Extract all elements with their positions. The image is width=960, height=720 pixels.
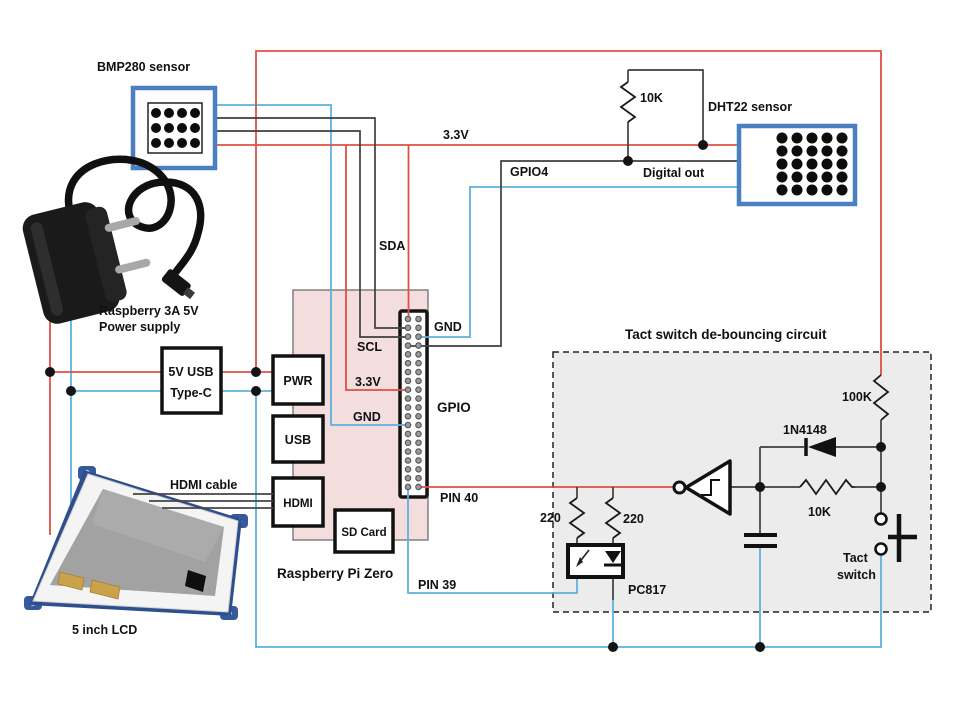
- dht22-label: DHT22 sensor: [708, 100, 792, 114]
- schmitt-inverter: [672, 459, 732, 516]
- r220-right-label: 220: [623, 512, 644, 526]
- plug-prong: [104, 217, 140, 232]
- digital-out-label: Digital out: [643, 166, 705, 180]
- gpio-label: GPIO: [437, 400, 471, 415]
- resistors: [568, 81, 890, 539]
- usb-type-c-box: [160, 346, 223, 415]
- pi-name-label: Raspberry Pi Zero: [277, 566, 393, 581]
- resistor-220-left: [568, 497, 586, 539]
- capacitor: [744, 533, 777, 548]
- led-triangle: [605, 551, 621, 563]
- bmp280-sensor: [130, 85, 218, 171]
- optocoupler-pc817: [566, 543, 625, 579]
- lcd-flex-cable: [89, 579, 121, 600]
- pwr-port-label: PWR: [283, 374, 312, 388]
- v33-pi-label: 3.3V: [355, 375, 381, 389]
- hdmi-cable-label: HDMI cable: [170, 478, 237, 492]
- resistor-100k: [872, 374, 890, 421]
- pin40-label: PIN 40: [440, 491, 478, 505]
- r10k-label: 10K: [808, 505, 831, 519]
- wire-gnd-dht22: [420, 186, 739, 338]
- tact-label-line1: Tact: [843, 551, 869, 565]
- wire-sda: [215, 117, 406, 329]
- tact-label-line2: switch: [837, 568, 876, 582]
- pi-ports: [271, 354, 395, 554]
- psu-label-line1: Raspberry 3A 5V: [99, 304, 199, 318]
- micro-usb-plug: [161, 269, 196, 300]
- debounce-title: Tact switch de-bouncing circuit: [625, 327, 827, 342]
- pin39-label: PIN 39: [418, 578, 456, 592]
- resistor-220-right: [604, 497, 622, 539]
- junction-dot: [698, 140, 708, 150]
- hysteresis-icon: [701, 479, 720, 496]
- phototransistor-arrow: [576, 557, 583, 567]
- tact-switch: [874, 512, 917, 562]
- pc817-label: PC817: [628, 583, 666, 597]
- plug-prong: [115, 258, 151, 274]
- junction-dot: [251, 386, 261, 396]
- usb-port-label: USB: [285, 433, 311, 447]
- gpio-pins: [404, 315, 422, 491]
- bmp280-label: BMP280 sensor: [97, 60, 190, 74]
- v33-net-label: 3.3V: [443, 128, 469, 142]
- junction-dot: [755, 642, 765, 652]
- wire-gnd-bmp280: [215, 104, 406, 426]
- dht22-pads: [776, 132, 848, 196]
- junction-dot: [45, 367, 55, 377]
- pullup-10k-label: 10K: [640, 91, 663, 105]
- junction-dot: [876, 442, 886, 452]
- resistor-10k-pullup: [619, 81, 637, 123]
- wire-gnd-bottom-rail: [255, 391, 882, 648]
- wire-pullup-link: [628, 69, 704, 145]
- hdmi-port-box: [271, 476, 325, 528]
- r100k-label: 100K: [842, 390, 872, 404]
- gpio-header-body: [398, 309, 429, 499]
- usb-port-box: [271, 414, 325, 464]
- diode-1n4148: [804, 437, 836, 457]
- sd-card-box: [333, 508, 395, 554]
- wires-ground: [70, 104, 882, 648]
- gpio4-net-label: GPIO4: [510, 165, 548, 179]
- power-cable: [64, 155, 205, 280]
- sda-label: SDA: [379, 239, 405, 253]
- lcd-label: 5 inch LCD: [72, 623, 137, 637]
- lcd-flex-cable: [57, 571, 85, 591]
- junction-dot: [66, 386, 76, 396]
- sd-card-label: SD Card: [341, 527, 386, 539]
- wire-scl: [215, 130, 406, 338]
- wire-pin39: [407, 487, 578, 594]
- hdmi-cable-lines: [133, 493, 273, 509]
- labels: BMP280 sensor DHT22 sensor Raspberry 3A …: [72, 60, 876, 637]
- gnd-top-label: GND: [434, 320, 462, 334]
- junction-dots: [45, 140, 886, 652]
- wire-gpio4: [406, 160, 739, 347]
- junction-dot: [755, 482, 765, 492]
- gnd-pi-label: GND: [353, 410, 381, 424]
- typec-label-line1: 5V USB: [168, 365, 213, 379]
- dht22-sensor: [736, 123, 858, 207]
- resistor-10k-feedback: [799, 478, 855, 496]
- diode-label: 1N4148: [783, 423, 827, 437]
- psu-label-line2: Power supply: [99, 320, 180, 334]
- wire-220-leads: [576, 487, 614, 545]
- wire-3v3-pin17: [345, 145, 406, 391]
- typec-label-line2: Type-C: [170, 386, 211, 400]
- hdmi-port-label: HDMI: [283, 498, 312, 510]
- junction-dot: [876, 482, 886, 492]
- bmp280-pads: [151, 108, 200, 148]
- scl-label: SCL: [357, 340, 382, 354]
- lcd-connector: [185, 570, 206, 592]
- junction-dot: [251, 367, 261, 377]
- junction-dot: [608, 642, 618, 652]
- power-supply-photo: [22, 155, 205, 324]
- wires-power: [49, 50, 882, 535]
- wire-5v-top-rail: [255, 50, 882, 375]
- junction-dot: [623, 156, 633, 166]
- r220-left-label: 220: [540, 511, 561, 525]
- pwr-port-box: [271, 354, 325, 406]
